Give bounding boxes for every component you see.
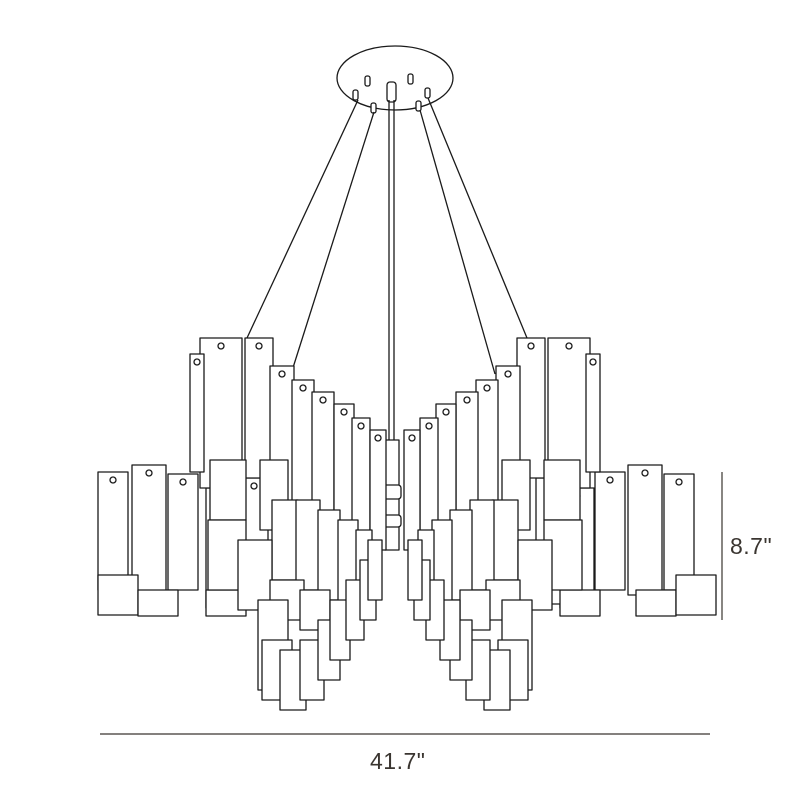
width-dimension-label: 41.7" [370,748,426,774]
wing-plate [295,499,321,591]
mounting-hole [217,342,225,350]
wing-plate [543,459,581,521]
mounting-hole [565,342,573,350]
right-wing-plates [403,337,601,711]
mounting-hole [109,476,117,484]
mounting-hole [442,408,450,416]
wing-plate [244,337,274,479]
wing-plate [271,499,299,581]
back-tier-plate [167,473,199,591]
back-tier-plate [131,464,167,596]
wing-plate [585,353,601,473]
mounting-hole [483,384,491,392]
wing-plate [516,337,546,479]
mounting-hole [408,434,416,442]
mounting-hole [179,478,187,486]
mounting-hole [319,396,327,404]
back-tier-lower-plate [137,589,179,617]
wing-plate [317,509,341,601]
mounting-hole [527,342,535,350]
mounting-hole [463,396,471,404]
wing-plate [407,539,423,601]
back-tier-lower-plate [675,574,717,616]
mounting-hole [278,370,286,378]
back-tier-lower-plate [635,589,677,617]
ceiling-canopy [336,45,454,114]
wing-plate [469,499,495,591]
mounting-hole [255,342,263,350]
mounting-hole [299,384,307,392]
mounting-hole [425,422,433,430]
wing-plate [491,499,519,581]
wing-plate [299,589,331,631]
back-tier-plate [627,464,663,596]
mounting-hole [193,358,201,366]
back-tier-plate [97,471,129,591]
mounting-hole [675,478,683,486]
back-tier-plate [594,471,626,591]
mounting-hole [504,370,512,378]
mounting-hole [606,476,614,484]
back-tier-lower-plate [559,589,601,617]
wing-plate [517,539,553,611]
mounting-hole [250,482,258,490]
back-tier-lower-plate [97,574,139,616]
mounting-hole [374,434,382,442]
mounting-hole [589,358,597,366]
wing-plate [367,539,383,601]
mounting-hole [145,469,153,477]
wing-plate [237,539,273,611]
wing-plate [475,379,499,521]
wing-plate [189,353,205,473]
height-dimension-label: 8.7" [730,533,773,559]
suspension-cables [246,97,528,440]
mounting-hole [357,422,365,430]
left-wing-plates [189,337,387,711]
wing-plate [291,379,315,521]
mounting-hole [340,408,348,416]
back-tier-plate [663,473,695,591]
wing-plate [449,509,473,601]
mounting-hole [641,469,649,477]
wing-plate [209,459,247,521]
